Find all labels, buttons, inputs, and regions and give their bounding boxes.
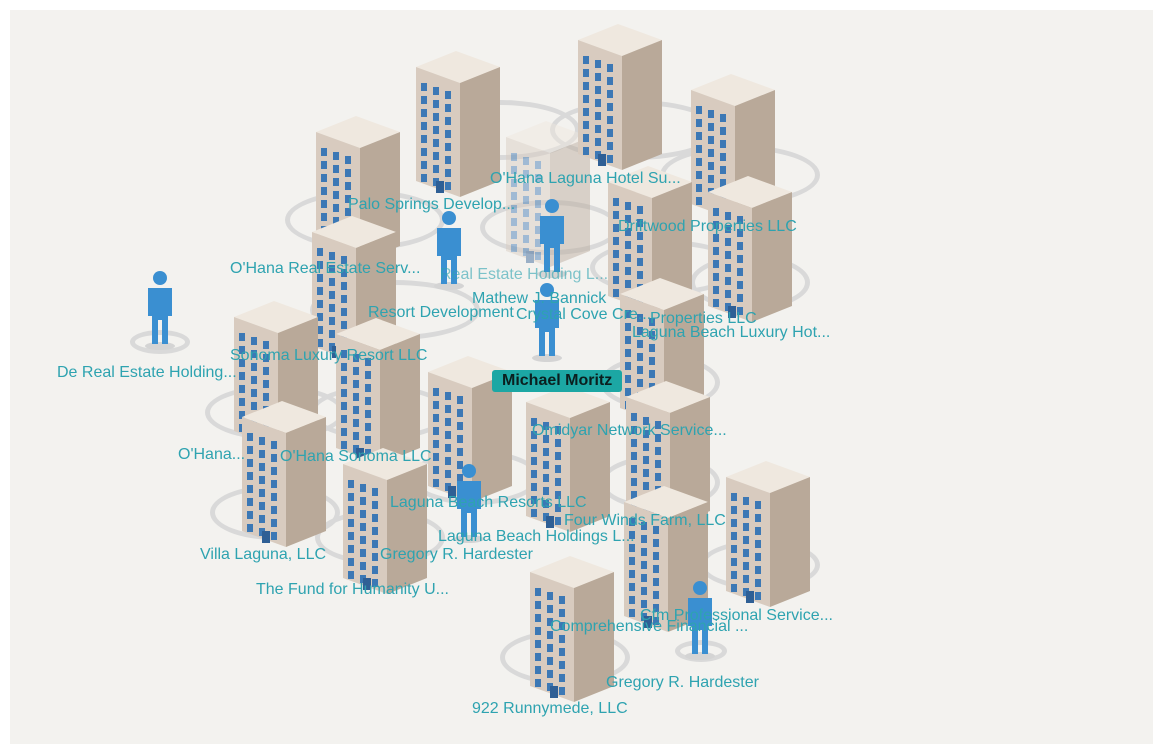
node-label[interactable]: Cfm Professional Service... bbox=[640, 607, 833, 624]
node-label[interactable]: Crystal Cove Cre... bbox=[516, 306, 652, 323]
person-icon[interactable] bbox=[432, 210, 466, 290]
office-building-icon[interactable] bbox=[572, 18, 668, 178]
node-label[interactable]: Gregory R. Hardester bbox=[606, 674, 759, 691]
node-label[interactable]: Properties LLC bbox=[650, 310, 757, 327]
node-label[interactable]: Mathew J. Bannick bbox=[472, 290, 607, 307]
office-building-icon[interactable] bbox=[500, 115, 596, 275]
person-icon[interactable] bbox=[452, 463, 486, 543]
node-label[interactable]: Omidyar Network Service... bbox=[532, 422, 727, 439]
node-label[interactable]: The Fund for Humanity U... bbox=[256, 581, 449, 598]
office-building-icon[interactable] bbox=[524, 550, 620, 710]
office-building-icon[interactable] bbox=[337, 442, 433, 602]
office-building-icon[interactable] bbox=[410, 45, 506, 205]
office-building-icon[interactable] bbox=[702, 170, 798, 330]
node-label[interactable]: Villa Laguna, LLC bbox=[200, 546, 327, 563]
office-building-icon[interactable] bbox=[236, 395, 332, 555]
node-label[interactable]: De Real Estate Holding... bbox=[57, 364, 237, 381]
node-label[interactable]: Real Estate Holding L... bbox=[440, 266, 609, 283]
person-icon[interactable] bbox=[535, 198, 569, 278]
office-building-icon[interactable] bbox=[330, 312, 426, 472]
node-label[interactable]: O'Hana Real Estate Serv... bbox=[230, 260, 421, 277]
person-icon[interactable] bbox=[143, 270, 177, 350]
node-label[interactable]: O'Hana Sonoma LLC bbox=[280, 448, 432, 465]
network-graph-canvas[interactable]: Michael Moritz O'Hana Laguna Hotel Su...… bbox=[10, 10, 1153, 744]
office-building-icon[interactable] bbox=[520, 380, 616, 540]
node-label[interactable]: Laguna Beach Resorts LLC bbox=[390, 494, 587, 511]
node-label[interactable]: Driftwood Properties LLC bbox=[618, 218, 797, 235]
node-label[interactable]: Gregory R. Hardester bbox=[380, 546, 533, 563]
person-icon[interactable] bbox=[530, 282, 564, 362]
node-ring bbox=[130, 330, 190, 354]
node-label[interactable]: Laguna Beach Luxury Hot... bbox=[632, 324, 831, 341]
node-label[interactable]: Four Winds Farm, LLC bbox=[564, 512, 726, 529]
node-label[interactable]: Palo Springs Develop... bbox=[348, 196, 516, 213]
office-building-icon[interactable] bbox=[720, 455, 816, 615]
node-label[interactable]: Resort Development bbox=[368, 304, 514, 321]
node-label[interactable]: Sonoma Luxury Resort LLC bbox=[230, 347, 428, 364]
person-icon[interactable] bbox=[683, 580, 717, 660]
node-label[interactable]: Laguna Beach Holdings L... bbox=[438, 528, 635, 545]
center-node-label[interactable]: Michael Moritz bbox=[492, 370, 623, 392]
office-building-icon[interactable] bbox=[422, 350, 518, 510]
node-label[interactable]: O'Hana... bbox=[178, 446, 246, 463]
node-label[interactable]: 922 Runnymede, LLC bbox=[472, 700, 628, 717]
node-label[interactable]: O'Hana Laguna Hotel Su... bbox=[490, 170, 681, 187]
node-label[interactable]: Comprehensive Financial ... bbox=[550, 618, 749, 635]
